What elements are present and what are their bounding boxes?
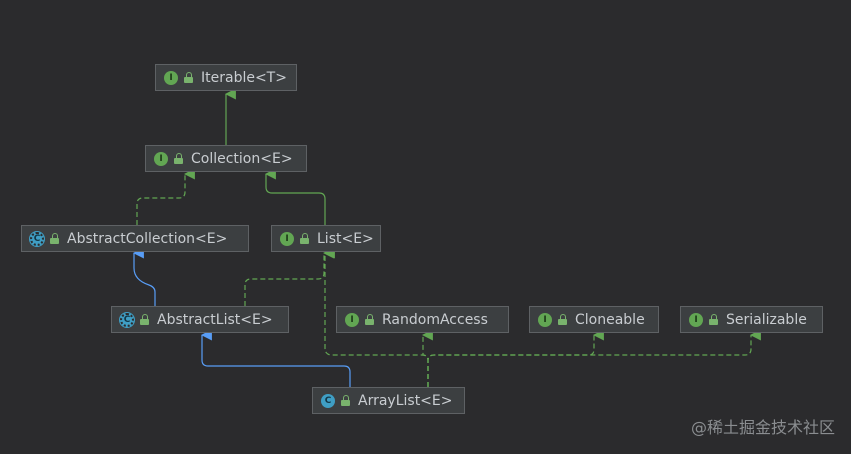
node-label: Collection<E> <box>191 150 293 167</box>
public-lock-icon <box>364 313 374 326</box>
edge-arraylist-abstractlist <box>200 329 351 387</box>
node-cloneable[interactable]: I Cloneable <box>529 306 659 333</box>
node-abstract-list[interactable]: C AbstractList<E> <box>111 306 289 333</box>
node-array-list[interactable]: C ArrayList<E> <box>312 387 465 414</box>
public-lock-icon <box>49 232 59 245</box>
interface-icon: I <box>345 312 359 327</box>
node-label: AbstractList<E> <box>157 311 273 328</box>
public-lock-icon <box>708 313 718 326</box>
watermark: @稀土掘金技术社区 <box>690 418 835 437</box>
edge-arraylist-randomaccess <box>421 329 433 387</box>
abstract-class-icon: C <box>119 311 135 328</box>
edge-arraylist-cloneable <box>427 329 604 387</box>
node-list[interactable]: I List<E> <box>271 225 381 252</box>
edge-abstractlist-list <box>244 247 334 306</box>
node-label: Cloneable <box>575 311 645 328</box>
node-label: ArrayList<E> <box>358 392 453 409</box>
node-iterable[interactable]: I Iterable<T> <box>155 64 297 91</box>
abstract-class-icon: C <box>29 230 45 247</box>
public-lock-icon <box>340 394 350 407</box>
edge-abstractcollection-collection <box>136 168 195 225</box>
class-icon: C <box>321 393 335 408</box>
interface-icon: I <box>280 231 294 246</box>
edge-list-collection <box>264 168 326 225</box>
node-label: Iterable<T> <box>201 69 287 86</box>
public-lock-icon <box>183 71 193 84</box>
node-random-access[interactable]: I RandomAccess <box>336 306 509 333</box>
public-lock-icon <box>557 313 567 326</box>
interface-icon: I <box>154 151 168 166</box>
node-collection[interactable]: I Collection<E> <box>145 145 307 172</box>
node-label: Serializable <box>726 311 807 328</box>
node-label: RandomAccess <box>382 311 488 328</box>
interface-icon: I <box>689 312 703 327</box>
node-label: AbstractCollection<E> <box>67 230 228 247</box>
node-abstract-collection[interactable]: C AbstractCollection<E> <box>21 225 249 252</box>
node-label: List<E> <box>317 230 374 247</box>
edge-arraylist-serializable <box>427 329 761 387</box>
node-serializable[interactable]: I Serializable <box>680 306 823 333</box>
public-lock-icon <box>173 152 183 165</box>
public-lock-icon <box>299 232 309 245</box>
interface-icon: I <box>164 70 178 85</box>
public-lock-icon <box>139 313 149 326</box>
edge-abstractlist-abstractcollection <box>132 247 156 306</box>
interface-icon: I <box>538 312 552 327</box>
